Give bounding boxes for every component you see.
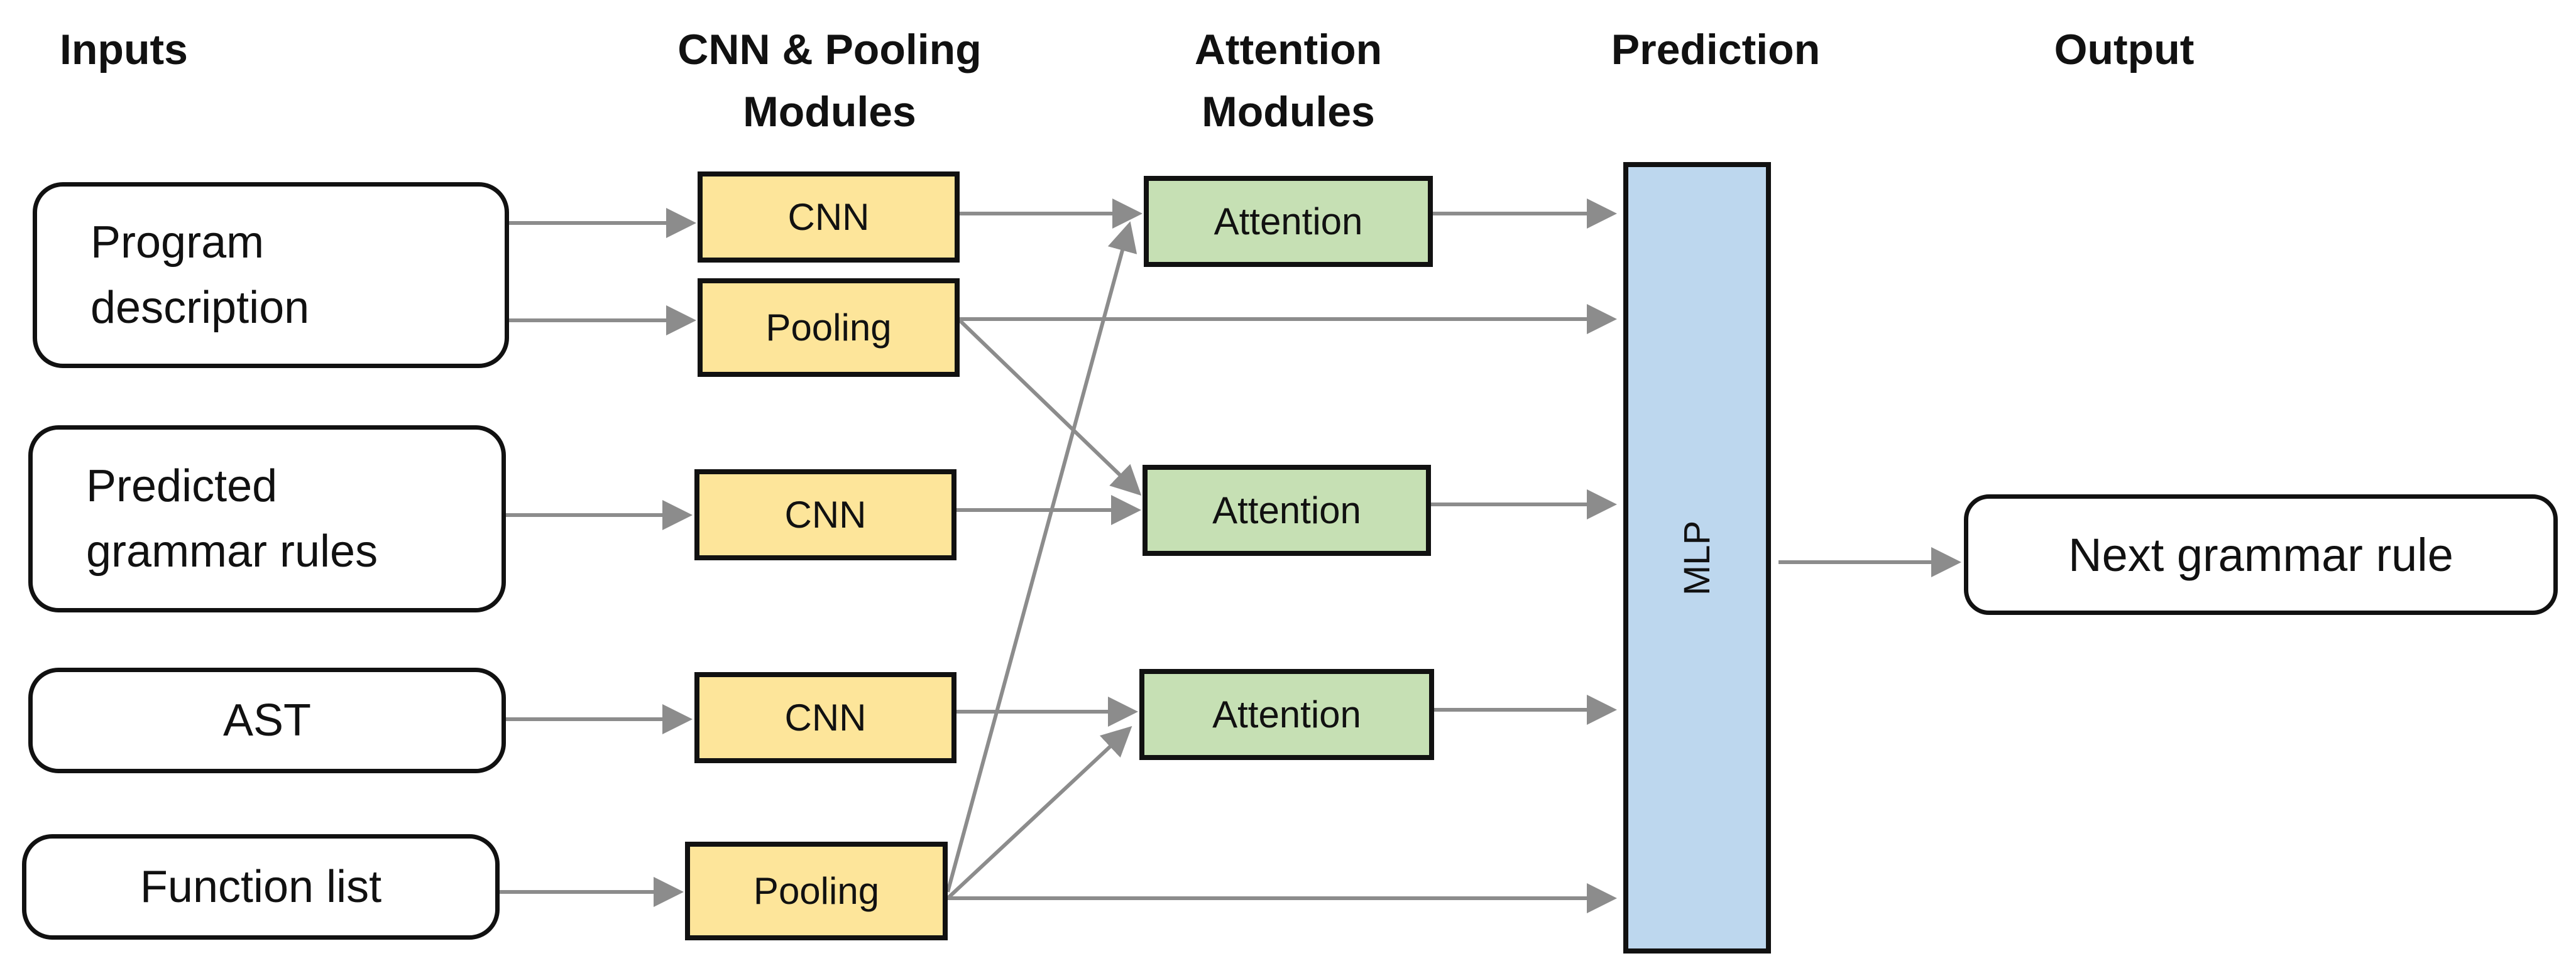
attention-module-1: Attention — [1144, 176, 1433, 267]
attention-module-3: Attention — [1139, 669, 1434, 760]
cnn-module-3: CNN — [694, 672, 956, 763]
header-inputs: Inputs — [60, 26, 188, 73]
header-cnn-pooling-modules: CNN & Pooling Modules — [677, 26, 982, 136]
header-prediction: Prediction — [1611, 26, 1821, 73]
attention-module-2: Attention — [1143, 465, 1431, 556]
output-next-grammar-rule: Next grammar rule — [1964, 494, 2558, 615]
header-output: Output — [2054, 26, 2195, 73]
arrow-pooling2-to-attention1 — [946, 221, 1137, 893]
pooling-module-2: Pooling — [685, 842, 948, 940]
input-ast: AST — [28, 668, 506, 773]
cnn-module-1: CNN — [698, 171, 960, 263]
input-function-list: Function list — [22, 834, 500, 940]
input-predicted-grammar-rules: Predicted grammar rules — [28, 425, 506, 612]
mlp-block: MLP — [1623, 162, 1771, 954]
arrow-pooling2-to-attention3 — [946, 725, 1132, 900]
input-program-description: Program description — [33, 182, 509, 368]
header-attention-modules: Attention Modules — [1194, 26, 1383, 136]
pooling-module-1: Pooling — [698, 278, 960, 377]
cnn-module-2: CNN — [694, 469, 956, 560]
arrow-pooling1-to-attention2 — [958, 318, 1142, 496]
mlp-label: MLP — [1676, 520, 1718, 595]
